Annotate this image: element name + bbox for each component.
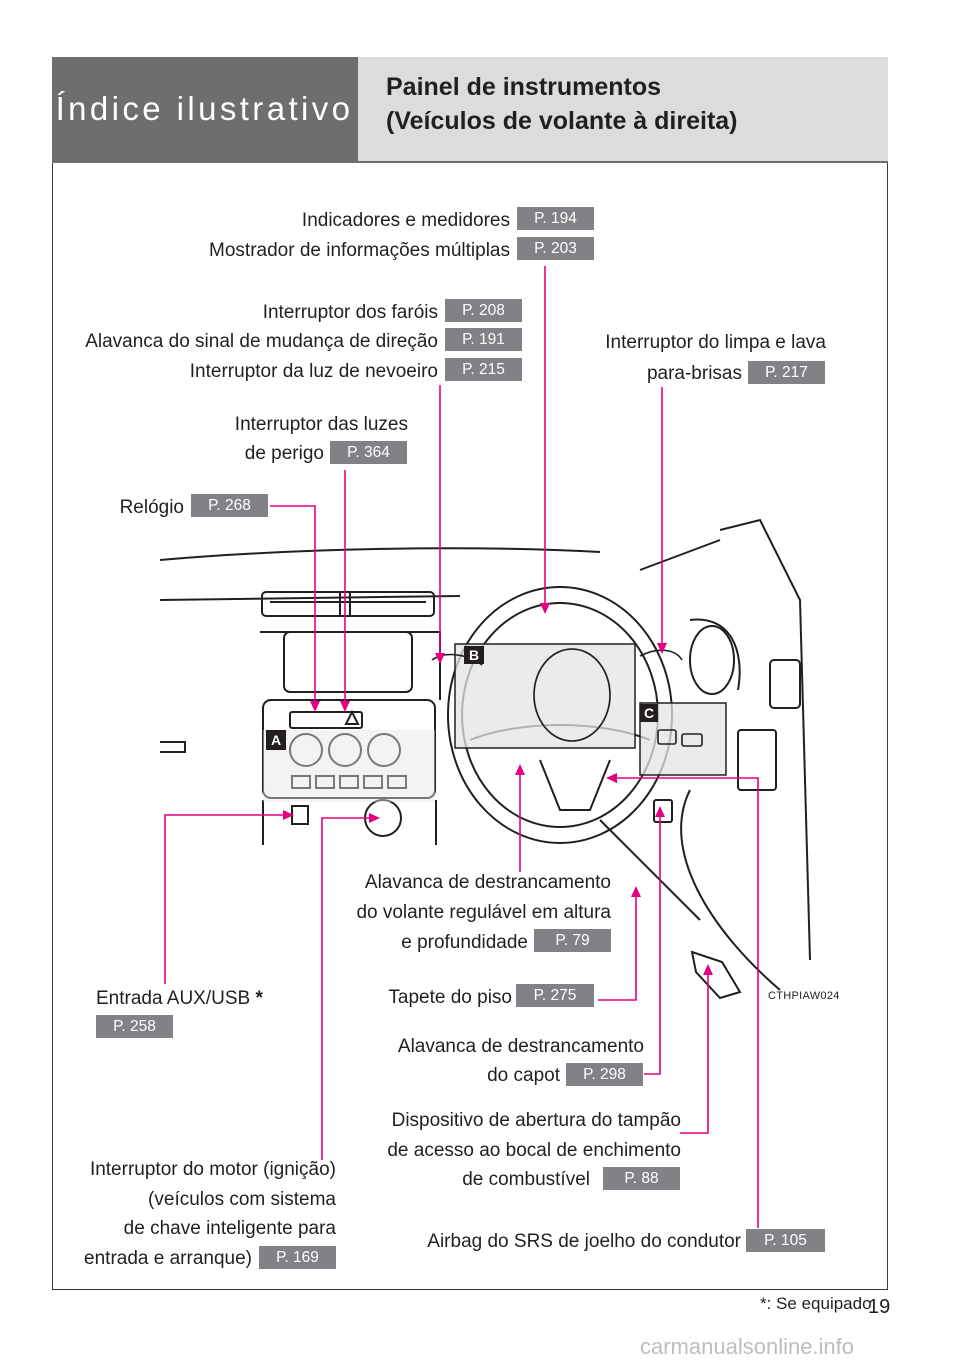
illustration-code: CTHPIAW024 bbox=[768, 990, 840, 1002]
callout-label: do capot bbox=[487, 1065, 560, 1086]
callout-fuel: Dispositivo de abertura do tampão bbox=[392, 1110, 681, 1132]
page-number: 19 bbox=[868, 1296, 891, 1318]
page-ref-gauges[interactable]: P. 194 bbox=[517, 207, 594, 230]
callout-label: entrada e arranque) bbox=[84, 1248, 252, 1269]
callout-label: Entrada AUX/USB bbox=[96, 988, 251, 1009]
page-ref-fog-light[interactable]: P. 215 bbox=[445, 358, 522, 381]
header-divider bbox=[52, 161, 888, 163]
callout-label: de chave inteligente para bbox=[123, 1218, 336, 1239]
callout-hood: Alavanca de destrancamento bbox=[398, 1036, 644, 1058]
callout-turn-signal: Alavanca do sinal de mudança de direção bbox=[85, 331, 438, 353]
page-ref-tilt[interactable]: P. 79 bbox=[534, 929, 611, 952]
page-header: Painel de instrumentos (Veículos de vola… bbox=[357, 57, 888, 161]
callout-label: e profundidade bbox=[401, 932, 528, 953]
callout-floor-mat: Tapete do piso bbox=[388, 987, 512, 1009]
page-ref-engine[interactable]: P. 169 bbox=[259, 1246, 336, 1269]
callout-label: do volante regulável em altura bbox=[356, 902, 611, 923]
callout-label: Dispositivo de abertura do tampão bbox=[391, 1110, 681, 1131]
marker-b: B bbox=[464, 646, 484, 664]
callout-label: para-brisas bbox=[646, 363, 742, 384]
callout-engine-line3: de chave inteligente para bbox=[124, 1218, 336, 1240]
callout-label: Mostrador de informações múltiplas bbox=[209, 240, 510, 261]
callout-fuel-line2: de acesso ao bocal de enchimento bbox=[387, 1140, 681, 1162]
marker-c: C bbox=[640, 704, 658, 722]
page-ref-hood[interactable]: P. 298 bbox=[566, 1063, 643, 1086]
callout-tilt: Alavanca de destrancamento bbox=[365, 872, 611, 894]
callout-hazard: Interruptor das luzes bbox=[235, 414, 408, 436]
page-ref-turn-signal[interactable]: P. 191 bbox=[445, 328, 522, 351]
page-subtitle: (Veículos de volante à direita) bbox=[386, 107, 738, 135]
section-tab: Índice ilustrativo bbox=[52, 57, 357, 161]
callout-label: de acesso ao bocal de enchimento bbox=[387, 1140, 681, 1161]
callout-label: de combustível bbox=[462, 1169, 590, 1190]
section-title: Índice ilustrativo bbox=[55, 90, 354, 127]
callout-gauges: Indicadores e medidores bbox=[302, 210, 510, 232]
callout-label: Tapete do piso bbox=[388, 987, 512, 1008]
callout-fog-light: Interruptor da luz de nevoeiro bbox=[190, 361, 438, 383]
callout-label: Relógio bbox=[119, 497, 184, 518]
callout-multi-display: Mostrador de informações múltiplas bbox=[209, 240, 510, 262]
page-ref-headlight[interactable]: P. 208 bbox=[445, 299, 522, 322]
callout-label: de perigo bbox=[244, 443, 324, 464]
page-ref-floor-mat[interactable]: P. 275 bbox=[516, 984, 594, 1007]
equipped-star: * bbox=[255, 988, 263, 1009]
callout-label: Interruptor do motor (ignição) bbox=[89, 1159, 336, 1180]
page-ref-airbag[interactable]: P. 105 bbox=[746, 1229, 825, 1252]
callout-tilt-line2: do volante regulável em altura bbox=[356, 902, 611, 924]
page-ref-multi-display[interactable]: P. 203 bbox=[517, 237, 594, 260]
page-ref-aux-usb[interactable]: P. 258 bbox=[96, 1015, 173, 1038]
callout-engine: Interruptor do motor (ignição) bbox=[90, 1159, 336, 1181]
page-ref-hazard[interactable]: P. 364 bbox=[330, 441, 407, 464]
callout-fuel-line3: de combustível bbox=[462, 1169, 590, 1191]
callout-aux-usb: Entrada AUX/USB * bbox=[96, 988, 263, 1010]
page-ref-wiper[interactable]: P. 217 bbox=[748, 361, 825, 384]
callout-label: Airbag do SRS de joelho do condutor bbox=[427, 1231, 741, 1252]
callout-engine-line4: entrada e arranque) bbox=[84, 1248, 252, 1270]
marker-a: A bbox=[266, 730, 286, 750]
watermark: carmanualsonline.info bbox=[640, 1334, 855, 1359]
callout-engine-line2: (veículos com sistema bbox=[148, 1189, 336, 1211]
callout-label: Interruptor dos faróis bbox=[262, 302, 438, 323]
callout-airbag: Airbag do SRS de joelho do condutor bbox=[427, 1231, 741, 1253]
callout-tilt-line3: e profundidade bbox=[401, 932, 528, 954]
callout-clock: Relógio bbox=[120, 497, 184, 519]
callout-label: Alavanca de destrancamento bbox=[364, 872, 611, 893]
callout-label: Interruptor do limpa e lava bbox=[605, 332, 826, 353]
callout-wiper: Interruptor do limpa e lava bbox=[605, 332, 826, 354]
callout-label: Interruptor da luz de nevoeiro bbox=[189, 361, 438, 382]
callout-label: Alavanca de destrancamento bbox=[397, 1036, 644, 1057]
page-ref-fuel[interactable]: P. 88 bbox=[603, 1167, 680, 1190]
callout-label: Interruptor das luzes bbox=[234, 414, 408, 435]
callout-label: (veículos com sistema bbox=[148, 1189, 336, 1210]
page-title: Painel de instrumentos bbox=[386, 73, 662, 101]
footnote-equipped: *: Se equipado bbox=[760, 1294, 872, 1313]
callout-headlight: Interruptor dos faróis bbox=[263, 302, 438, 324]
callout-wiper-line2: para-brisas bbox=[647, 363, 742, 385]
callout-hood-line2: do capot bbox=[487, 1065, 560, 1087]
callout-hazard-line2: de perigo bbox=[245, 443, 324, 465]
page-ref-clock[interactable]: P. 268 bbox=[191, 494, 268, 517]
callout-label: Indicadores e medidores bbox=[301, 210, 510, 231]
callout-label: Alavanca do sinal de mudança de direção bbox=[85, 331, 438, 352]
